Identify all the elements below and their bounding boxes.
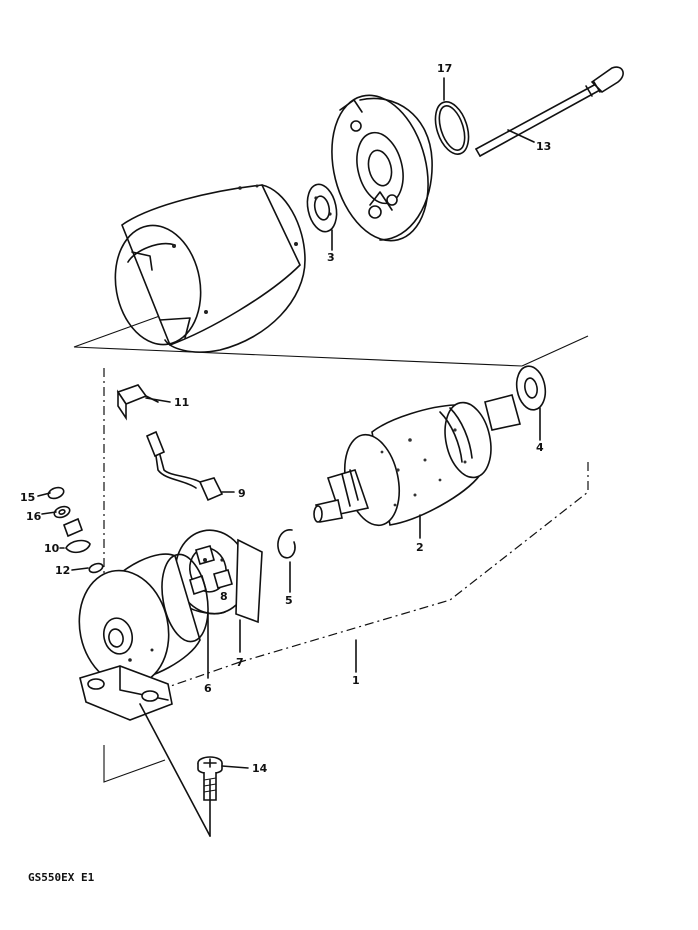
assembly-outline — [73, 295, 589, 783]
yoke-housing — [114, 184, 306, 353]
callout-1: 1 — [352, 674, 360, 687]
callout-17: 17 — [437, 62, 452, 75]
brush-lead-9 — [145, 430, 224, 502]
end-cover — [331, 94, 433, 242]
thrust-washer-3 — [306, 183, 338, 233]
callout-14: 14 — [252, 762, 268, 775]
armature-2 — [313, 394, 521, 527]
callout-8: 8 — [220, 590, 228, 603]
callout-15: 15 — [20, 491, 35, 504]
small-parts-stack — [47, 486, 104, 574]
o-ring-17 — [434, 101, 470, 155]
callout-9: 9 — [238, 487, 246, 500]
brush-plate-8 — [174, 529, 263, 624]
callout-11: 11 — [174, 396, 189, 409]
callout-7: 7 — [236, 656, 244, 669]
callout-6: 6 — [204, 682, 212, 695]
washer-4 — [515, 365, 547, 411]
circlip-5 — [277, 529, 296, 559]
callout-13: 13 — [536, 140, 551, 153]
diagram-caption: GS550EX E1 — [28, 871, 95, 884]
callout-3: 3 — [327, 251, 335, 264]
leader-lines — [37, 77, 541, 837]
callout-4: 4 — [536, 441, 544, 454]
callout-16: 16 — [26, 510, 42, 523]
through-bolt-13 — [475, 66, 624, 157]
commutator-end-housing — [78, 553, 209, 721]
callout-10: 10 — [44, 542, 60, 555]
callout-12: 12 — [55, 564, 70, 577]
callout-5: 5 — [285, 594, 293, 607]
callout-2: 2 — [416, 541, 424, 554]
callout-labels: 17 13 3 11 4 9 15 16 2 10 12 8 5 7 6 1 1… — [20, 62, 551, 775]
brush-holder-11 — [116, 384, 159, 421]
